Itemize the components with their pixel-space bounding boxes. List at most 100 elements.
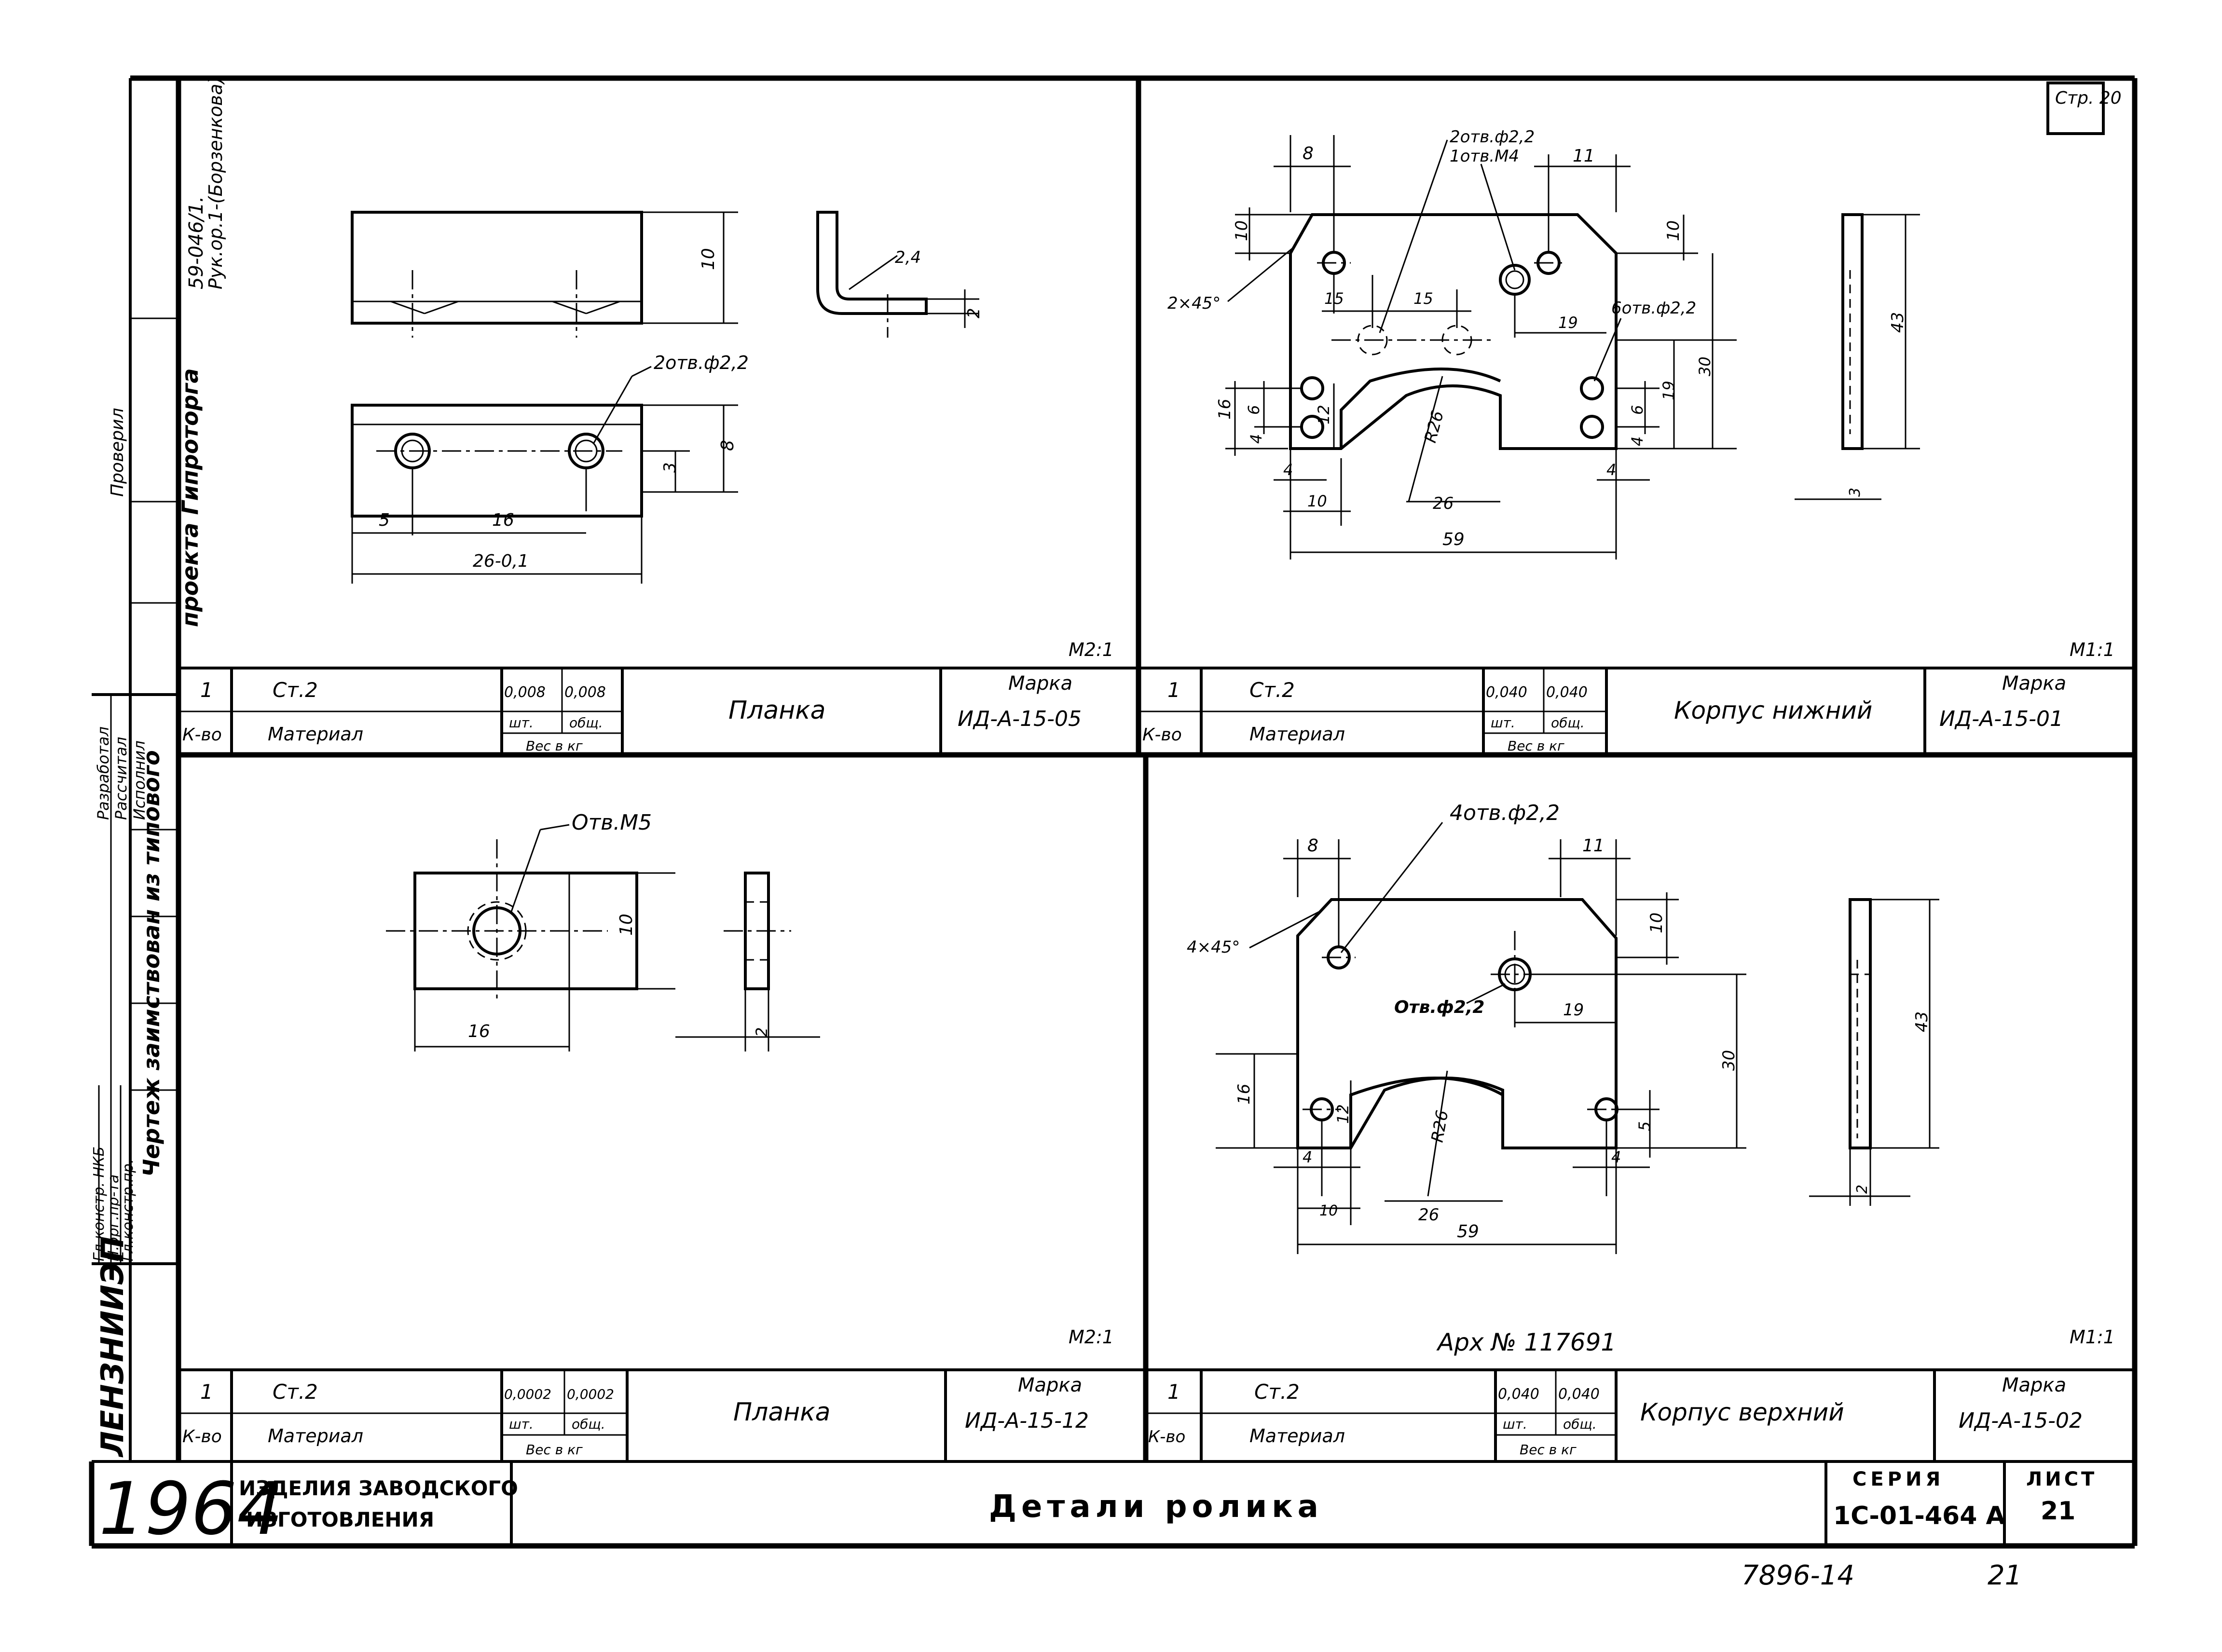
dim-10: 10 [617, 914, 636, 936]
kvo-label: К-во [182, 725, 222, 745]
title-block: 1964 ИЗДЕЛИЯ ЗАВОДСКОГО ИЗГОТОВЛЕНИЯ Дет… [99, 1461, 2097, 1551]
executed-label: Исполнил [130, 740, 149, 820]
part-table-3: 1 Ст.2 0,0002 0,0002 Планка Марка ИД-А-1… [178, 1326, 1146, 1461]
dim-5: 5 [1635, 1121, 1654, 1131]
weight-2: 0,040 [1546, 684, 1588, 701]
sheet-value: 21 [2041, 1497, 2075, 1526]
dim-19: 19 [1563, 1000, 1584, 1020]
holes-note: 4отв.ф2,2 [1450, 801, 1560, 825]
sheet-frame [89, 75, 2138, 1549]
material-label: Материал [1249, 724, 1345, 745]
material: Ст.2 [1254, 1380, 1300, 1404]
qty: 1 [200, 1380, 213, 1404]
dim-8: 8 [718, 440, 738, 451]
weight-label: Вес в кг [1520, 1442, 1577, 1458]
archive-number: Арх № 117691 [1436, 1328, 1616, 1356]
scale: М1:1 [2070, 1326, 2115, 1348]
dim-30: 30 [1719, 1050, 1739, 1071]
dim-4a: 4 [1303, 1148, 1312, 1166]
dim-3: 3 [660, 462, 680, 473]
title-left-1: ИЗДЕЛИЯ ЗАВОДСКОГО [239, 1476, 518, 1500]
sht-label: шт. [1491, 715, 1515, 731]
chief-3: Гл.констр.пр. [120, 1159, 137, 1261]
chief-1: Гл.констр. НКБ [91, 1147, 108, 1261]
part-name: Корпус верхний [1640, 1398, 1844, 1426]
dim-4b: 4 [1628, 437, 1646, 446]
weight-2: 0,0002 [567, 1386, 614, 1402]
material: Ст.2 [273, 1380, 318, 1404]
drawing-planka-1: 10 2,4 2 2отв.ф2,2 8 3 5 16 [351, 211, 984, 584]
weight-1: 0,0002 [504, 1386, 551, 1402]
drawing-korpus-nizhniy: 8 11 2отв.ф2,2 1отв.М4 10 10 2×45° 15 15… [1167, 127, 1920, 560]
weight-1: 0,040 [1486, 684, 1527, 701]
hole-note-2: Отв.ф2,2 [1394, 997, 1484, 1017]
r-26: R26 [1427, 1109, 1452, 1144]
obsh-label: общ. [1551, 715, 1585, 731]
dim-15a: 15 [1324, 289, 1344, 308]
mark-label: Марка [1018, 1374, 1082, 1396]
chamfer: 4×45° [1187, 938, 1240, 957]
r-26: R26 [1421, 409, 1448, 445]
part-name: Планка [733, 1398, 830, 1427]
dim-4d: 4 [1606, 461, 1616, 479]
dim-16: 16 [1234, 1084, 1254, 1105]
weight-2: 0,040 [1558, 1386, 1600, 1403]
dim-43: 43 [1912, 1011, 1932, 1032]
weight-label: Вес в кг [526, 738, 583, 754]
mark-label: Марка [1008, 672, 1072, 695]
dim-59: 59 [1457, 1222, 1479, 1242]
series-label: СЕРИЯ [1852, 1468, 1944, 1490]
dim-2: 2 [753, 1027, 771, 1037]
drawing-planka-2: Отв.М5 10 16 2 [386, 810, 820, 1051]
year: 1964 [99, 1467, 283, 1551]
weight-label: Вес в кг [1508, 738, 1564, 754]
dim-26: 26-0,1 [473, 551, 529, 571]
bottom-code: 7896-14 [1742, 1560, 1854, 1591]
dim-8: 8 [1303, 144, 1314, 164]
dim-4c: 4 [1283, 461, 1293, 479]
dim-6b: 6 [1628, 405, 1646, 415]
mark-label: Марка [2002, 1374, 2066, 1396]
dim-12: 12 [1315, 405, 1333, 424]
sht-label: шт. [509, 1416, 534, 1432]
dim-26: 26 [1418, 1205, 1439, 1225]
material-label: Материал [1249, 1425, 1345, 1447]
sheet-label: ЛИСТ [2026, 1468, 2097, 1490]
part-table-2: 1 Ст.2 0,040 0,040 Корпус нижний Марка И… [1138, 639, 2135, 755]
calculated-label: Рассчитал [112, 737, 130, 820]
dim-8: 8 [1307, 836, 1318, 856]
mark-label: Марка [2002, 672, 2066, 695]
drawing-korpus-verkhniy: 4отв.ф2,2 8 11 4×45° 10 Отв.ф2,2 19 30 1… [1187, 801, 1939, 1254]
mark: ИД-А-15-12 [965, 1408, 1089, 1433]
holes-note: 2отв.ф2,2 [654, 352, 749, 373]
qty: 1 [1167, 678, 1180, 702]
dim-30: 30 [1696, 356, 1714, 376]
dim-16: 16 [1215, 399, 1234, 420]
dim-11: 11 [1582, 836, 1605, 856]
kvo-label: К-во [1142, 725, 1182, 745]
qty: 1 [200, 678, 213, 702]
dim-43: 43 [1888, 312, 1907, 333]
dim-59: 59 [1442, 530, 1465, 549]
part-name: Планка [728, 696, 825, 725]
dim-4a: 4 [1247, 434, 1265, 444]
scale: М2:1 [1069, 1326, 1114, 1348]
developed-label: Разработал [94, 726, 112, 820]
mark: ИД-А-15-05 [958, 707, 1082, 731]
dim-10b: 10 [1319, 1202, 1338, 1219]
material-label: Материал [268, 1425, 363, 1447]
obsh-label: общ. [1563, 1416, 1597, 1432]
dim-10: 10 [1647, 913, 1666, 933]
dim-16: 16 [492, 510, 514, 530]
checked-label: Проверил [108, 408, 127, 497]
dim-15b: 15 [1413, 289, 1433, 308]
chief-2: Н.орг.пр-та [105, 1174, 122, 1261]
dim-5: 5 [379, 510, 390, 530]
scale: М1:1 [2070, 639, 2115, 660]
mark: ИД-А-15-02 [1959, 1408, 2083, 1433]
material: Ст.2 [1249, 678, 1295, 702]
chamfer: 2×45° [1167, 294, 1221, 313]
hole-note: Отв.М5 [572, 810, 652, 835]
kvo-label: К-во [1148, 1427, 1185, 1447]
